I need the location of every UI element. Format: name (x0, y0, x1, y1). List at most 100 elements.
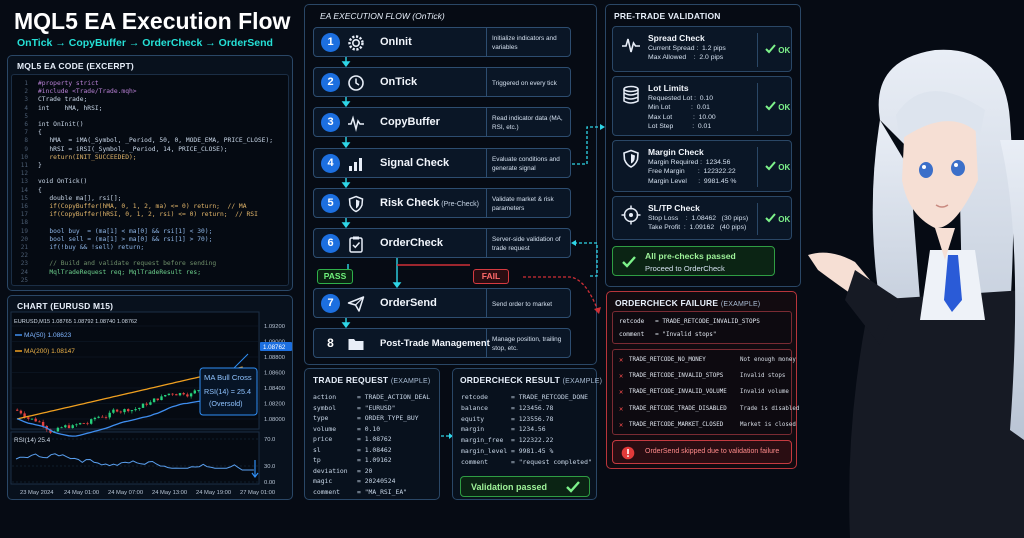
field-key: price (313, 435, 333, 443)
shield-icon (348, 195, 364, 213)
field-value: = 20 (357, 466, 373, 475)
line-number: 25 (20, 276, 28, 284)
candle (75, 423, 78, 427)
time-tick-label: 24 May 19:00 (196, 490, 231, 496)
candle (141, 403, 145, 408)
candle (152, 398, 156, 403)
code-text: CTrade trade; (38, 96, 88, 104)
candle (171, 392, 174, 397)
current-price-label: 1.08762 (263, 344, 286, 351)
step-name: OrderCheck (380, 237, 443, 249)
field-value: = 123456.78 (511, 403, 554, 412)
check-title: Lot Limits (648, 83, 689, 93)
step-name-text: CopyBuffer (380, 116, 440, 128)
field-key: retcode (461, 393, 488, 401)
check-row: Max Allowed : 2.0 pips (648, 54, 724, 62)
code-line: 3 CTrade trade; (12, 95, 288, 105)
step-name: Risk Check (Pre-Check) (380, 197, 479, 209)
candle (134, 407, 137, 412)
field-key: tp (313, 456, 321, 464)
check-row: Lot Step : 0.01 (648, 122, 712, 130)
step-name: CopyBuffer (380, 116, 440, 128)
ma200-legend: MA(200) 1.08147 (24, 348, 75, 355)
step-description: Initialize indicators and variables (492, 35, 557, 51)
line-number: 3 (24, 96, 28, 104)
crosshair-icon (621, 205, 641, 225)
code-line: 21 if(!buy && !sell) return; (12, 243, 288, 253)
candle (149, 400, 152, 406)
step-name-text: OnInit (380, 36, 412, 48)
step-description: Server-side validation of trade request (492, 236, 561, 252)
gear-icon (348, 35, 364, 51)
price-tick-label: 1.08600 (264, 371, 285, 377)
candle (82, 422, 85, 424)
all-pass-title: All pre-checks passed (645, 251, 736, 261)
code-text: return(INIT_SUCCEEDED); (38, 153, 137, 161)
chart-panel-title: CHART (EURUSD M15) (17, 301, 114, 311)
candle (145, 402, 148, 407)
retcode-message: Not enough money (740, 357, 796, 363)
check-icon (622, 256, 636, 268)
rsi-line (15, 453, 254, 471)
step-name: Signal Check (380, 157, 449, 169)
candle (16, 408, 19, 411)
field-value: = "EURUSD" (357, 403, 396, 412)
ordercheck-result-title-small: (EXAMPLE) (562, 378, 603, 385)
field-key: equity (461, 414, 485, 423)
field-key: volume (313, 424, 337, 433)
code-line: 22 (12, 251, 288, 261)
candle (34, 417, 37, 422)
candle (30, 418, 34, 420)
code-text: if(CopyBuffer(hMA, 0, 1, 2, ma) <= 0) re… (38, 203, 247, 210)
pulse-icon (622, 38, 640, 53)
annotation-sub: (Oversold) (209, 399, 243, 408)
page-subtitle: OnTick → CopyBuffer → OrderCheck → Order… (17, 37, 273, 49)
clipboard-check-icon (349, 236, 363, 253)
code-line: 5 (12, 112, 288, 122)
trade-request-panel: TRADE REQUEST (EXAMPLE) action= TRADE_AC… (304, 368, 440, 500)
code-panel: MQL5 EA CODE (EXCERPT) 1#property strict… (7, 55, 293, 291)
candle (104, 415, 108, 420)
error-icon (621, 446, 635, 460)
check-status: OK (765, 213, 790, 224)
code-line: 20 bool sell = (ma[1] > ma[0] && rsi[1] … (12, 235, 288, 245)
line-number: 8 (24, 137, 28, 145)
code-line: 14{ (12, 186, 288, 196)
step-number: 3 (321, 113, 340, 132)
line-number: 23 (20, 260, 28, 268)
price-chart[interactable]: 1.092001.090001.088001.086001.084001.082… (8, 296, 294, 501)
rsi-legend: RSI(14) 25.4 (14, 437, 51, 444)
flow-title: EA EXECUTION FLOW (OnTick) (320, 11, 445, 21)
code-panel-title: MQL5 EA CODE (EXCERPT) (17, 61, 134, 71)
folder-icon (348, 339, 364, 350)
line-number: 10 (20, 153, 28, 161)
line-number: 6 (24, 121, 28, 128)
code-text: void OnTick() (38, 178, 88, 186)
step-number: 2 (321, 73, 340, 92)
step-description: Validate market & risk parameters (492, 196, 554, 212)
send-icon (347, 296, 365, 312)
line-number: 12 (20, 170, 28, 178)
error-x-icon: ✕ (619, 420, 624, 429)
code-line: 18 (12, 218, 288, 228)
line-number: 7 (24, 129, 28, 137)
check-icon (765, 101, 776, 111)
candle (119, 410, 122, 414)
field-key: comment (313, 487, 340, 496)
check-row: Take Profit : 1.09162 (40 pips) (648, 224, 747, 232)
candle (123, 408, 126, 415)
step-name: OnInit (380, 36, 412, 48)
